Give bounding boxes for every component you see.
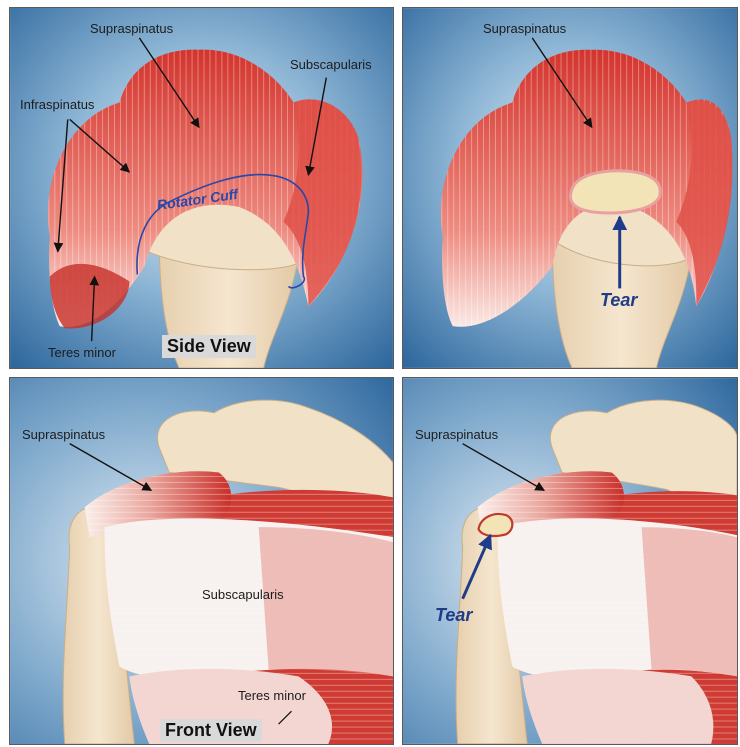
side-view-tear-illustration: [403, 8, 737, 368]
label-supraspinatus: Supraspinatus: [415, 428, 498, 441]
label-supraspinatus: Supraspinatus: [483, 22, 566, 35]
label-subscapularis: Subscapularis: [202, 588, 284, 601]
panel-front-view-tear: Supraspinatus Tear: [402, 377, 738, 745]
label-infraspinatus: Infraspinatus: [20, 98, 94, 111]
label-supraspinatus: Supraspinatus: [22, 428, 105, 441]
label-subscapularis: Subscapularis: [290, 58, 372, 71]
label-supraspinatus: Supraspinatus: [90, 22, 173, 35]
label-tear: Tear: [600, 291, 637, 309]
label-tear: Tear: [435, 606, 472, 624]
front-view-tag: Front View: [160, 719, 262, 742]
panel-side-view-intact: Supraspinatus Subscapularis Infraspinatu…: [9, 7, 394, 369]
panel-front-view-intact: Supraspinatus Subscapularis Teres minor …: [9, 377, 394, 745]
label-teres-minor: Teres minor: [48, 346, 116, 359]
label-teres-minor: Teres minor: [238, 689, 306, 702]
panel-side-view-tear: Supraspinatus Tear: [402, 7, 738, 369]
side-view-tag: Side View: [162, 335, 256, 358]
